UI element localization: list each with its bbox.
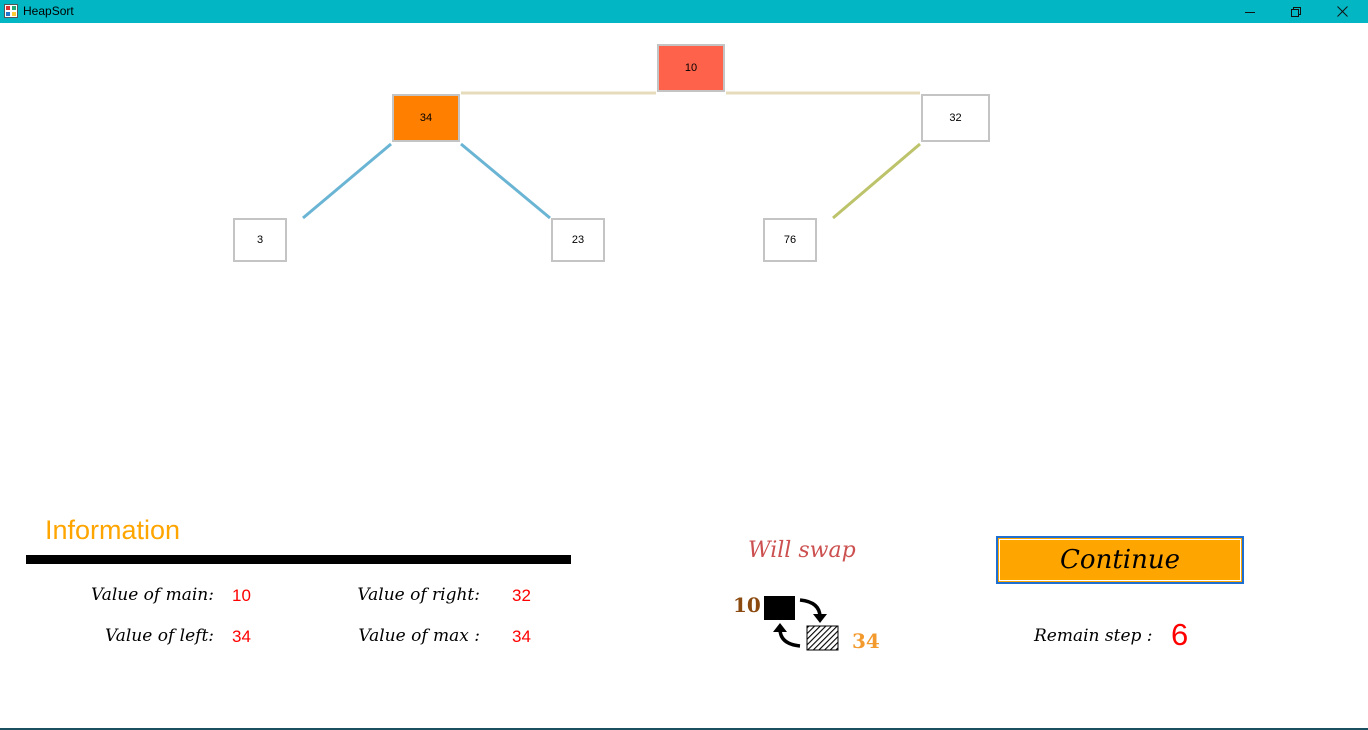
tree-node-left-left: 3 [233, 218, 287, 262]
value-main-label: Value of main: [90, 585, 214, 605]
value-left: 34 [232, 627, 251, 646]
title-bar: HeapSort [0, 0, 1368, 23]
value-max: 34 [512, 627, 531, 646]
minimize-button[interactable] [1227, 0, 1273, 23]
minimize-icon [1245, 11, 1255, 13]
tree-edges [302, 91, 921, 220]
edge-left-rightchild [460, 142, 551, 220]
value-right: 32 [512, 586, 531, 605]
remain-step-label: Remain step : [1034, 626, 1153, 646]
app-icon [4, 4, 18, 18]
restore-icon [1291, 6, 1301, 17]
remain-step-value: 6 [1171, 617, 1189, 652]
information-title: Information [45, 515, 181, 545]
swap-arrows-icon [764, 596, 839, 651]
continue-button[interactable]: Continue [996, 536, 1244, 584]
value-max-label: Value of max : [358, 626, 480, 646]
tree-node-right-left: 76 [763, 218, 817, 262]
edge-right-leftchild [832, 142, 921, 220]
main-canvas: 10 34 32 3 23 76 Information Value of ma… [0, 23, 1368, 728]
window-bottom-border [0, 728, 1368, 730]
tree-node-left: 34 [392, 94, 460, 142]
close-icon [1336, 6, 1348, 17]
tree-node-right: 32 [921, 94, 990, 142]
information-divider [26, 555, 571, 564]
window-title: HeapSort [23, 4, 74, 18]
tree-node-root: 10 [657, 44, 725, 92]
will-swap-label: Will swap [748, 538, 856, 563]
value-main: 10 [232, 586, 251, 605]
value-right-label: Value of right: [357, 585, 480, 605]
tree-node-left-right: 23 [551, 218, 605, 262]
value-left-label: Value of left: [105, 626, 214, 646]
restore-button[interactable] [1273, 0, 1319, 23]
close-button[interactable] [1319, 0, 1365, 23]
edge-left-leftchild [302, 142, 392, 220]
swap-to-value: 34 [852, 629, 880, 653]
swap-from-value: 10 [733, 593, 761, 617]
